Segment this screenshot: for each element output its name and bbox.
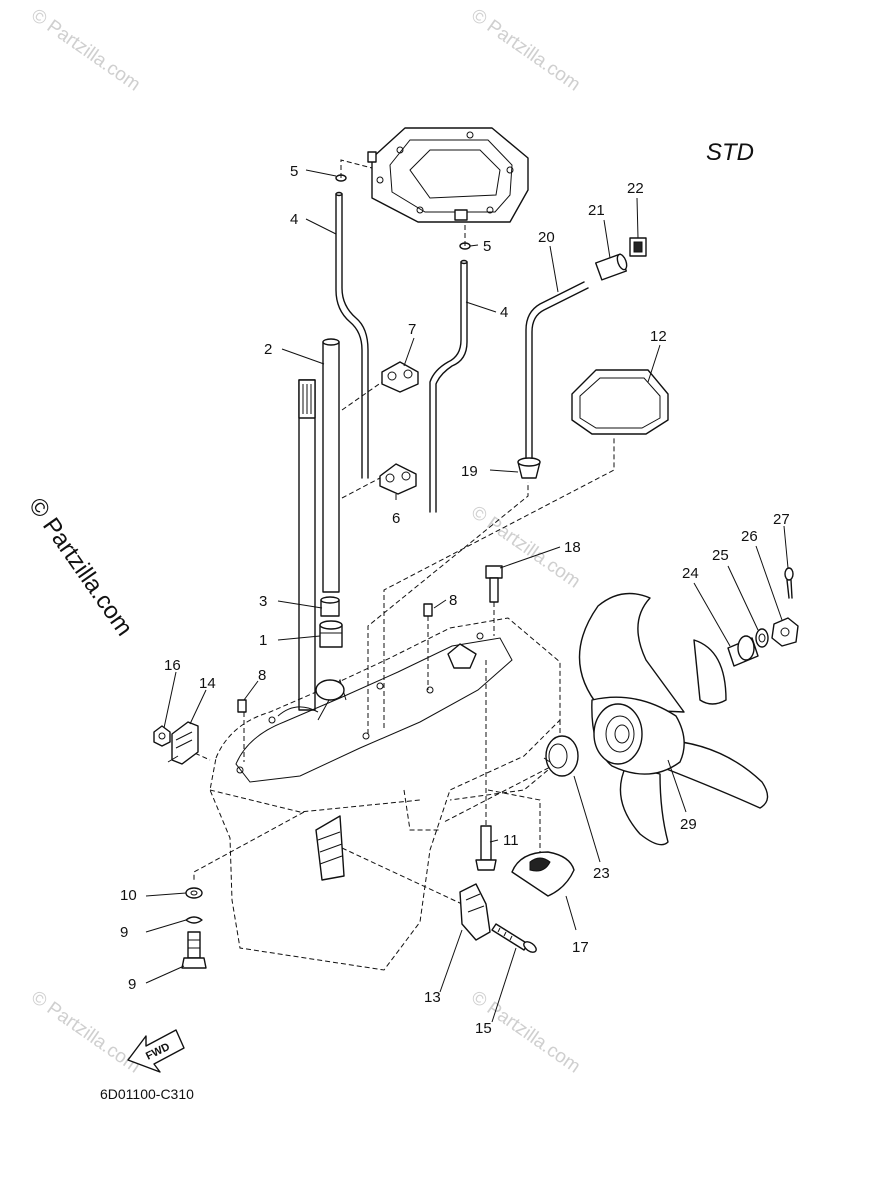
watermark: © Partzilla.com: [27, 987, 144, 1078]
seal-3: [320, 596, 340, 617]
callout-28: 27: [773, 511, 790, 528]
clip-23: [629, 237, 647, 257]
callout-8: 8: [449, 592, 457, 609]
anode-14: [459, 883, 491, 941]
drive-shaft-tube-2: [322, 338, 340, 593]
tube-21: [525, 281, 585, 459]
gasket-13: [571, 369, 669, 435]
clamp-6: [379, 463, 417, 495]
callout-23: 22: [627, 180, 644, 197]
callout-17: 16: [164, 657, 181, 674]
upper-plate: [367, 127, 529, 223]
callout-4: 4: [500, 304, 508, 321]
callout-26: 25: [712, 547, 729, 564]
watermark: © Partzilla.com: [23, 493, 138, 641]
callout-5: 5: [290, 163, 298, 180]
clamp-7: [381, 361, 419, 393]
callout-14: 13: [424, 989, 441, 1006]
callout-9: 9: [128, 976, 136, 993]
callout-19: 18: [564, 539, 581, 556]
callout-25: 24: [682, 565, 699, 582]
water-tube-4: [335, 193, 363, 479]
bushing-1: [319, 620, 343, 648]
spacer-25: [727, 635, 759, 667]
callout-8: 8: [258, 667, 266, 684]
variant-label: STD: [706, 139, 754, 166]
washer-10: [185, 916, 203, 924]
dowel-pin-8: [237, 699, 247, 713]
callout-13: 12: [650, 328, 667, 345]
cotter-pin-28: [784, 567, 794, 599]
callout-22: 21: [588, 202, 605, 219]
callouts: 5 5 4 4 2 7 6 3 1 8 8 16 14 18 19 20 21 …: [120, 163, 790, 1037]
callout-3: 3: [259, 593, 267, 610]
drive-shaft: [298, 379, 316, 711]
bolt-9: [181, 931, 207, 969]
callout-16: 15: [475, 1020, 492, 1037]
grommet-20: [517, 457, 541, 479]
spacer-22: [595, 253, 628, 281]
callout-4: 4: [290, 211, 298, 228]
leader-lines: [145, 169, 789, 1023]
bolt-16: [491, 923, 537, 953]
nut-17: [153, 725, 171, 747]
callout-29: 29: [680, 816, 697, 833]
washer-11: [185, 887, 203, 899]
callout-12: 11: [503, 832, 519, 849]
callout-24: 23: [593, 865, 610, 882]
callout-1: 1: [259, 632, 267, 649]
thrust-holder-24: [543, 735, 579, 777]
callout-20: 19: [461, 463, 478, 480]
callout-18: 17: [572, 939, 589, 956]
bolt-19: [485, 565, 503, 603]
dowel-pin-8: [423, 603, 433, 617]
propeller-29: [578, 592, 769, 846]
fwd-arrow-icon: FWD: [127, 1029, 185, 1073]
callout-11: 10: [120, 887, 137, 904]
callout-5: 5: [483, 238, 491, 255]
callout-27: 26: [741, 528, 758, 545]
watermark: © Partzilla.com: [467, 5, 584, 96]
callout-21: 20: [538, 229, 555, 246]
washer-26: [755, 628, 769, 648]
callout-2: 2: [264, 341, 272, 358]
anode-15: [167, 721, 199, 765]
water-tube-4: [429, 261, 462, 513]
callout-6: 6: [392, 510, 400, 527]
bolt-12: [475, 825, 497, 871]
callout-7: 7: [408, 321, 416, 338]
trim-tab-18: [511, 851, 575, 897]
callout-15: 14: [199, 675, 216, 692]
callout-10: 9: [120, 924, 128, 941]
nut-27: [771, 617, 799, 647]
drawing-code: 6D01100-C310: [100, 1086, 194, 1102]
watermark: © Partzilla.com: [27, 5, 144, 96]
